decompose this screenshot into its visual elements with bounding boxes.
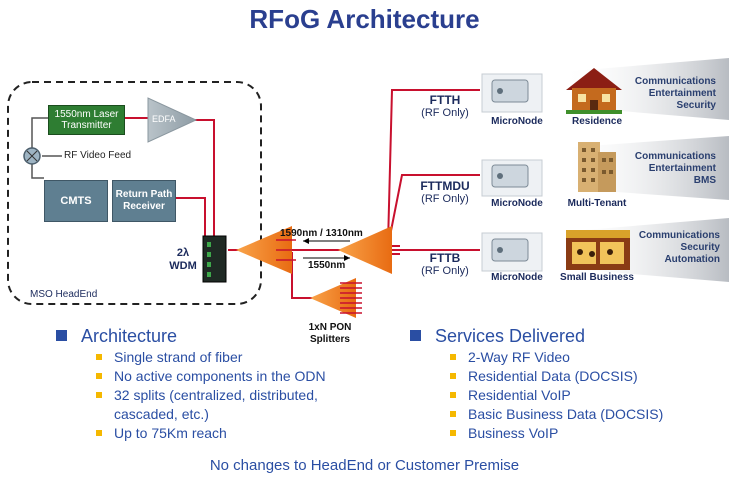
service-item: Entertainment	[648, 163, 716, 174]
bullet-square-icon	[56, 330, 67, 341]
page-title: RFoG Architecture	[249, 4, 480, 34]
service-item: BMS	[693, 175, 716, 186]
edfa-label: EDFA	[152, 114, 176, 124]
small-business-icon	[566, 230, 630, 270]
footer-note: No changes to HeadEnd or Customer Premis…	[209, 457, 520, 474]
list-item: Basic Business Data (DOCSIS)	[446, 405, 716, 424]
splitter-bottom	[310, 278, 362, 318]
edfa-amplifier	[147, 97, 198, 143]
list-item: Residential Data (DOCSIS)	[446, 367, 716, 386]
list-item: Residential VoIP	[446, 386, 716, 405]
splitter-right	[338, 226, 392, 274]
branch-fttb: FTTB (RF Only)	[415, 252, 475, 278]
multi-tenant-icon	[578, 142, 616, 192]
branch-name: FTTB	[429, 251, 461, 265]
branch-name: FTTH	[429, 93, 461, 107]
wdm-device	[202, 235, 227, 283]
list-item: Up to 75Km reach	[92, 424, 362, 443]
service-item: Communications	[634, 76, 716, 87]
micronode-label: MicroNode	[491, 116, 543, 127]
service-item: Security	[676, 100, 716, 111]
branch-name: FTTMDU	[420, 179, 470, 193]
micronode-icon-2	[481, 159, 543, 197]
services-heading: Services Delivered	[410, 326, 585, 347]
service-item: Entertainment	[648, 88, 716, 99]
service-item: Automation	[664, 254, 720, 265]
services-list: 2-Way RF Video Residential Data (DOCSIS)…	[446, 348, 716, 443]
return-path-receiver-box: Return Path Receiver	[112, 180, 176, 222]
services-ftth: Communications Entertainment Security	[630, 76, 716, 112]
premise-label: Small Business	[560, 272, 634, 283]
headend-boundary	[7, 81, 262, 305]
list-item: Business VoIP	[446, 424, 716, 443]
branch-fttmdu: FTTMDU (RF Only)	[415, 180, 475, 206]
premise-label: Multi-Tenant	[567, 198, 627, 209]
services-fttmdu: Communications Entertainment BMS	[630, 151, 716, 187]
list-item: 32 splits (centralized, distributed, cas…	[92, 386, 362, 424]
branch-sub: (RF Only)	[421, 265, 469, 277]
architecture-list: Single strand of fiber No active compone…	[92, 348, 362, 443]
services-fttb: Communications Security Automation	[630, 230, 720, 266]
branch-ftth: FTTH (RF Only)	[415, 94, 475, 120]
list-item: Single strand of fiber	[92, 348, 362, 367]
pon-splitters-label: 1xN PON Splitters	[308, 322, 352, 345]
micronode-label: MicroNode	[491, 198, 543, 209]
architecture-heading-text: Architecture	[81, 326, 178, 346]
micronode-icon-1	[481, 73, 543, 113]
cmts-box: CMTS	[44, 180, 108, 222]
architecture-heading: Architecture	[56, 326, 177, 347]
premise-label: Residence	[571, 116, 623, 127]
list-item: 2-Way RF Video	[446, 348, 716, 367]
micronode-label: MicroNode	[491, 272, 543, 283]
wdm-label: 2λ WDM	[169, 247, 197, 272]
service-item: Security	[680, 242, 720, 253]
diagram-canvas	[7, 58, 729, 318]
bullet-square-icon	[410, 330, 421, 341]
branch-sub: (RF Only)	[421, 193, 469, 205]
services-heading-text: Services Delivered	[435, 326, 586, 346]
list-item: No active components in the ODN	[92, 367, 362, 386]
micronode-icon-3	[481, 232, 543, 272]
upstream-wavelength-label: 1590nm / 1310nm	[280, 228, 363, 239]
residence-icon	[566, 68, 622, 114]
service-item: Communications	[634, 151, 716, 162]
headend-label: MSO HeadEnd	[30, 289, 98, 300]
service-item: Communications	[638, 230, 720, 241]
downstream-wavelength-label: 1550nm	[308, 260, 346, 271]
branch-sub: (RF Only)	[421, 107, 469, 119]
splitter-left	[236, 226, 296, 274]
rf-video-feed-label: RF Video Feed	[64, 150, 132, 161]
laser-transmitter-box: 1550nm Laser Transmitter	[48, 105, 125, 135]
